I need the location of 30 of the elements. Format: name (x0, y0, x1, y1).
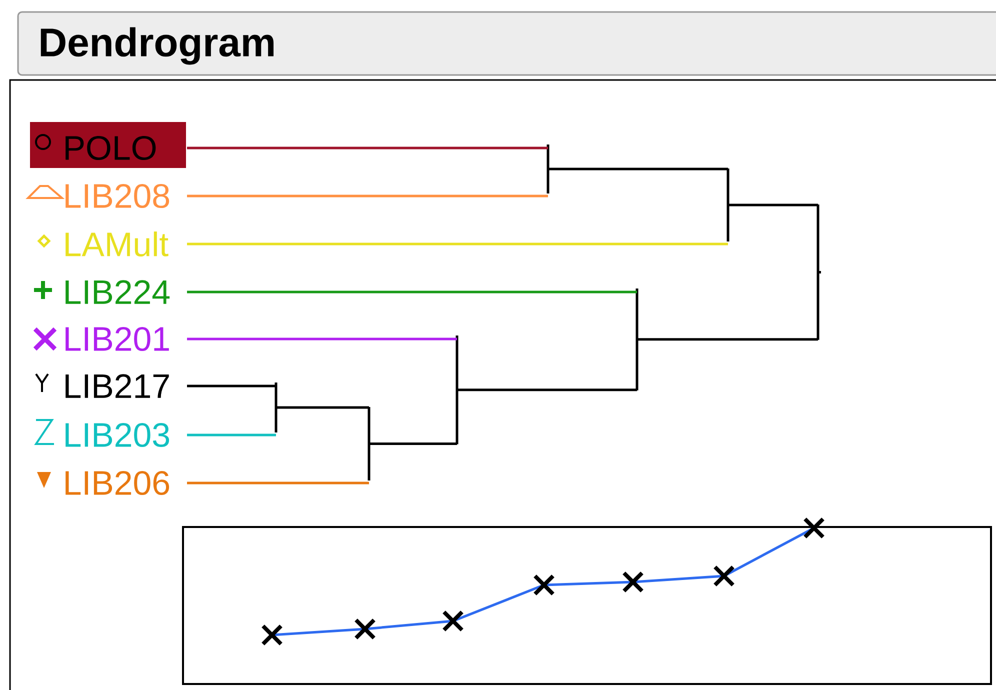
leaf-label: LIB206 (66, 470, 170, 496)
dendrogram-junction (274, 382, 278, 432)
leaf-label: LIB224 (66, 280, 170, 304)
title-bar: Dendrogram (17, 11, 996, 76)
branch-line (187, 338, 457, 340)
branch-line (187, 290, 637, 294)
branch-line (187, 434, 276, 436)
branch-line (276, 406, 369, 409)
branch-line (637, 338, 818, 341)
dendrogram-junction (636, 288, 638, 390)
leaf-label: POLO (66, 136, 156, 160)
branch-line (369, 442, 457, 445)
branch-line (457, 388, 637, 392)
branch-line (728, 204, 818, 206)
branch-line (548, 168, 728, 170)
dendrogram-junction (816, 204, 821, 340)
leaf-label: LAMult (66, 232, 168, 256)
leaf-label: LIB217 (66, 374, 169, 398)
branch-line (187, 242, 728, 246)
dendrogram-junction (726, 168, 730, 242)
dendrogram-junction (368, 407, 370, 480)
branch-line (187, 482, 369, 484)
branch-line (187, 384, 276, 388)
dendrogram-junction (546, 144, 550, 194)
leaf-label: LIB208 (66, 184, 170, 208)
dendrogram-junction (456, 336, 458, 444)
leaf-label: LIB201 (66, 326, 169, 352)
branch-line (187, 146, 548, 150)
branch-line (187, 194, 548, 198)
leaf-label: LIB203 (66, 422, 170, 448)
